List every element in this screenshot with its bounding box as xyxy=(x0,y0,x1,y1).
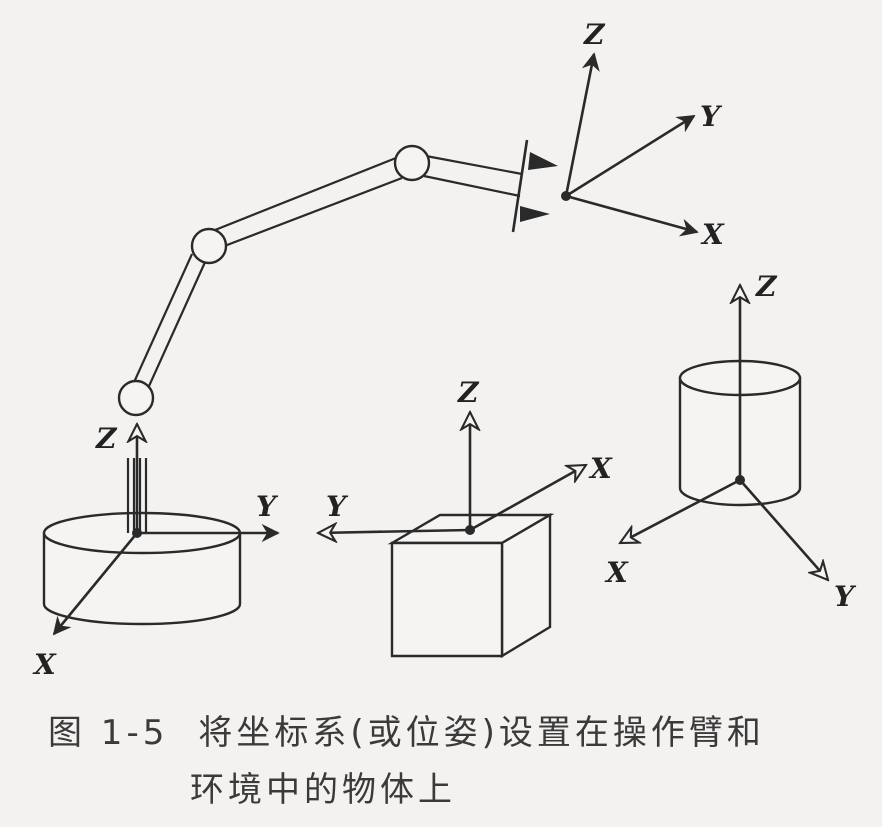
cube-y-axis xyxy=(318,530,471,533)
arm-joint-2 xyxy=(190,227,228,265)
cube-frame: Z Y X xyxy=(318,376,613,535)
arm-joint-3 xyxy=(393,144,431,182)
robot-base xyxy=(42,458,242,626)
gripper-y-label: Y xyxy=(700,100,723,133)
cube-x-axis xyxy=(469,465,586,532)
figure-caption-text: 将坐标系(或位姿)设置在操作臂和 xyxy=(198,713,765,753)
base-y-label: Y xyxy=(256,490,279,523)
base-x-label: X xyxy=(32,648,57,681)
gripper-frame: Z Y X xyxy=(561,18,725,251)
figure-caption-line1: 图 1-5 将坐标系(或位姿)设置在操作臂和 xyxy=(48,705,765,754)
cylinder-x-label: X xyxy=(604,556,629,589)
cube-x-label: X xyxy=(588,452,613,485)
gripper-y-axis xyxy=(565,114,696,198)
cube-front-face xyxy=(390,541,504,658)
arm-link-lower xyxy=(124,253,208,407)
figure-caption-line2: 环境中的物体上 xyxy=(190,770,456,810)
gripper-x-label: X xyxy=(700,218,725,251)
cylinder-y-label: Y xyxy=(834,580,857,613)
cube-z-label: Z xyxy=(457,376,480,409)
cube-y-label: Y xyxy=(326,490,349,523)
gripper-z-axis xyxy=(564,52,600,197)
gripper xyxy=(511,139,558,233)
gripper-x-axis xyxy=(565,194,699,237)
cylinder-frame: Z X Y xyxy=(604,270,857,613)
base-frame: Z Y X xyxy=(32,422,280,681)
base-frame-origin xyxy=(132,528,142,538)
cylinder-y-axis xyxy=(739,479,828,580)
base-x-axis xyxy=(52,532,139,636)
cylinder-frame-origin xyxy=(735,475,745,485)
gripper-z-label: Z xyxy=(583,18,606,51)
cylinder-z-label: Z xyxy=(755,270,778,303)
base-z-label: Z xyxy=(95,422,118,455)
base-pedestal xyxy=(126,458,148,533)
robot-arm xyxy=(117,139,558,417)
arm-link-upper xyxy=(423,154,523,198)
gripper-frame-origin xyxy=(561,191,571,201)
cylinder-x-axis xyxy=(620,478,741,545)
cube xyxy=(387,512,555,659)
cube-frame-origin xyxy=(465,525,475,535)
base-cylinder-body xyxy=(42,531,242,626)
arm-link-middle xyxy=(209,156,403,252)
figure-number: 图 1-5 xyxy=(48,713,169,753)
arm-joint-1 xyxy=(117,379,155,417)
